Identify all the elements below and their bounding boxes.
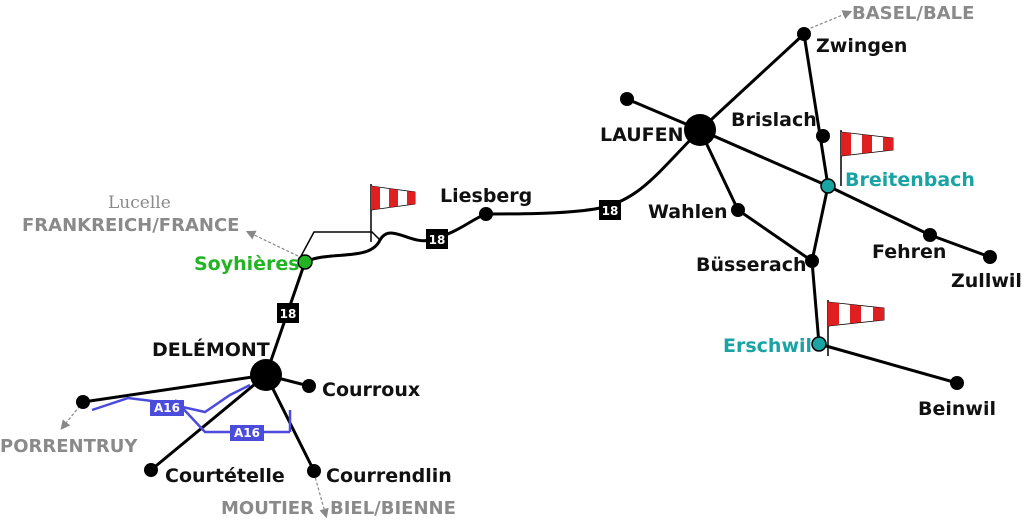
road-wahlen-busserach (736, 208, 814, 263)
label-biel-bienne: BIEL/BIENNE (330, 498, 456, 519)
label-liesberg: Liesberg (440, 185, 532, 207)
town-dot-icon-breitenbach[interactable] (820, 178, 836, 194)
label-frankreich-france: FRANKREICH/FRANCE (22, 215, 239, 236)
road-busserach-erschwil (810, 259, 821, 346)
town-dot-icon[interactable] (620, 92, 634, 106)
a16-shield-lower: A16 (230, 425, 264, 441)
route-shield-18-a: 18 (277, 303, 299, 323)
direction-arrow-icon (313, 472, 329, 519)
town-dot-icon-courtetelle[interactable] (144, 463, 158, 477)
road-laufen-breitenbach (698, 128, 830, 188)
road-fehren-zullwil (928, 233, 992, 259)
road-breitenbach-fehren (826, 184, 932, 237)
windsock-icon (827, 300, 885, 356)
label-lucelle: Lucelle (108, 193, 171, 213)
label-busserach: Büsserach (696, 254, 807, 276)
town-dot-icon-wahlen[interactable] (731, 203, 745, 217)
windsock-icon (370, 184, 416, 242)
route-shield-18-b: 18 (426, 229, 448, 249)
place-labels: DELÉMONT LAUFEN Soyhières Liesberg Courr… (152, 35, 1022, 487)
road-zwingen-breitenbach (802, 32, 830, 188)
svg-text:18: 18 (429, 233, 446, 247)
label-courroux: Courroux (322, 379, 420, 401)
road-delemont-west (81, 373, 268, 404)
direction-arrow-icon (245, 230, 299, 257)
town-dot-icon-beinwil[interactable] (950, 376, 964, 390)
town-dots (76, 27, 997, 478)
svg-text:18: 18 (280, 307, 297, 321)
label-basel-bale: BASEL/BALE (852, 3, 974, 24)
svg-text:A16: A16 (154, 401, 180, 415)
town-dot-icon-fehren[interactable] (923, 228, 937, 242)
label-beinwil: Beinwil (918, 398, 996, 420)
a16-shield-upper: A16 (150, 400, 184, 416)
town-dot-icon-soyhieres[interactable] (297, 254, 313, 270)
label-courtetelle: Courtételle (165, 465, 285, 487)
label-breitenbach: Breitenbach (845, 169, 975, 191)
label-erschwil: Erschwil (723, 335, 812, 357)
label-brislach: Brislach (731, 109, 817, 131)
svg-text:A16: A16 (234, 426, 260, 440)
label-delemont: DELÉMONT (152, 338, 270, 361)
town-dot-icon-delemont[interactable] (250, 359, 282, 391)
windsock-icon (840, 130, 894, 186)
road-laufen-zwingen (698, 32, 806, 132)
town-dot-icon-erschwil[interactable] (811, 336, 827, 352)
town-dot-icon[interactable] (76, 395, 90, 409)
route-shield-18-c: 18 (599, 200, 621, 220)
label-laufen: LAUFEN (600, 124, 684, 146)
label-fehren: Fehren (872, 241, 946, 263)
external-destination-labels: Lucelle FRANKREICH/FRANCE BASEL/BALE POR… (0, 3, 974, 519)
label-wahlen: Wahlen (648, 201, 728, 223)
label-zwingen: Zwingen (816, 35, 907, 57)
town-dot-icon-courroux[interactable] (302, 379, 316, 393)
road-erschwil-beinwil (817, 342, 959, 385)
label-courrendlin: Courrendlin (326, 465, 452, 487)
town-dot-icon-courrendlin[interactable] (307, 464, 321, 478)
town-dot-icon-liesberg[interactable] (479, 207, 493, 221)
road-soyhieres-liesberg (303, 212, 488, 264)
town-dot-icon-brislach[interactable] (816, 129, 830, 143)
road-breitenbach-busserach (810, 184, 830, 263)
svg-text:18: 18 (602, 204, 619, 218)
town-dot-icon-zwingen[interactable] (797, 27, 811, 41)
road-delemont-courtetelle (149, 373, 268, 472)
label-zullwil: Zullwil (951, 270, 1022, 292)
town-dot-icon-busserach[interactable] (805, 254, 819, 268)
motorway-a16: A16 A16 (91, 383, 292, 441)
town-dot-icon-laufen[interactable] (684, 114, 716, 146)
road-soyhieres-loop (299, 231, 381, 259)
town-dot-icon-zullwil[interactable] (983, 250, 997, 264)
label-moutier: MOUTIER (221, 498, 314, 519)
label-porrentruy: PORRENTRUY (0, 436, 138, 457)
label-soyhieres: Soyhières (194, 253, 300, 275)
direction-arrow-icon (805, 10, 853, 31)
